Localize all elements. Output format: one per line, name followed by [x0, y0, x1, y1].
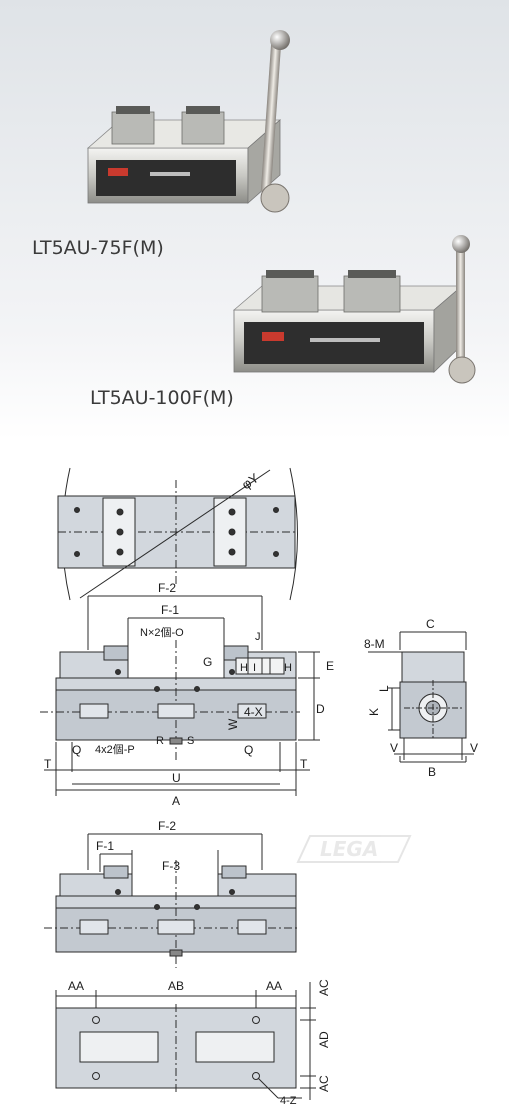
label-n2o: N×2個-O — [140, 626, 184, 639]
label-f3: F-3 — [162, 859, 180, 873]
label-k: K — [367, 708, 381, 716]
label-z: 4-Z — [280, 1095, 297, 1106]
label-h-right: H — [284, 662, 292, 674]
vise-photo-small — [86, 30, 290, 213]
label-s: S — [187, 735, 194, 747]
vise-photo-large — [232, 235, 476, 384]
photo-background — [0, 0, 509, 440]
second-front-view-drawing — [44, 833, 300, 968]
label-ab: AB — [168, 979, 184, 993]
label-j: J — [255, 631, 261, 643]
label-m: 8-M — [364, 637, 385, 651]
label-f1: F-1 — [161, 603, 179, 617]
label-ac-bottom: AC — [317, 1075, 331, 1092]
label-u: U — [172, 771, 181, 785]
label-q-right: Q — [244, 743, 253, 757]
label-ad: AD — [317, 1031, 331, 1048]
label-v-right: V — [470, 741, 478, 755]
label-i: I — [253, 662, 256, 674]
small-vise-caption: LT5AU-75F(M) — [32, 237, 164, 259]
label-f2: F-2 — [158, 581, 176, 595]
side-view-drawing — [368, 631, 474, 763]
label-q-left: Q — [72, 743, 81, 757]
label-x: 4-X — [244, 705, 263, 719]
label-r: R — [156, 735, 164, 747]
label-f1-second: F-1 — [96, 839, 114, 853]
label-t-left: T — [44, 757, 52, 771]
label-aa-left: AA — [68, 979, 84, 993]
label-b: B — [428, 765, 436, 779]
label-e: E — [326, 659, 334, 673]
label-l: L — [377, 685, 391, 692]
large-vise-caption: LT5AU-100F(M) — [90, 387, 234, 409]
bottom-view-drawing — [55, 982, 316, 1100]
label-aa-right: AA — [266, 979, 282, 993]
lega-watermark: LEGA — [296, 835, 412, 863]
label-c: C — [426, 617, 435, 631]
label-f2-second: F-2 — [158, 819, 176, 833]
label-t-right: T — [300, 757, 308, 771]
label-a: A — [172, 794, 180, 808]
top-view-drawing — [57, 467, 298, 601]
front-view-drawing — [40, 595, 320, 796]
label-v-left: V — [390, 741, 398, 755]
label-d: D — [316, 702, 325, 716]
watermark-text: LEGA — [320, 837, 378, 861]
label-w: W — [226, 718, 240, 730]
label-ac-top: AC — [317, 979, 331, 996]
label-g: G — [203, 655, 212, 669]
label-p: 4x2個-P — [95, 743, 135, 756]
label-h: H — [240, 662, 248, 674]
